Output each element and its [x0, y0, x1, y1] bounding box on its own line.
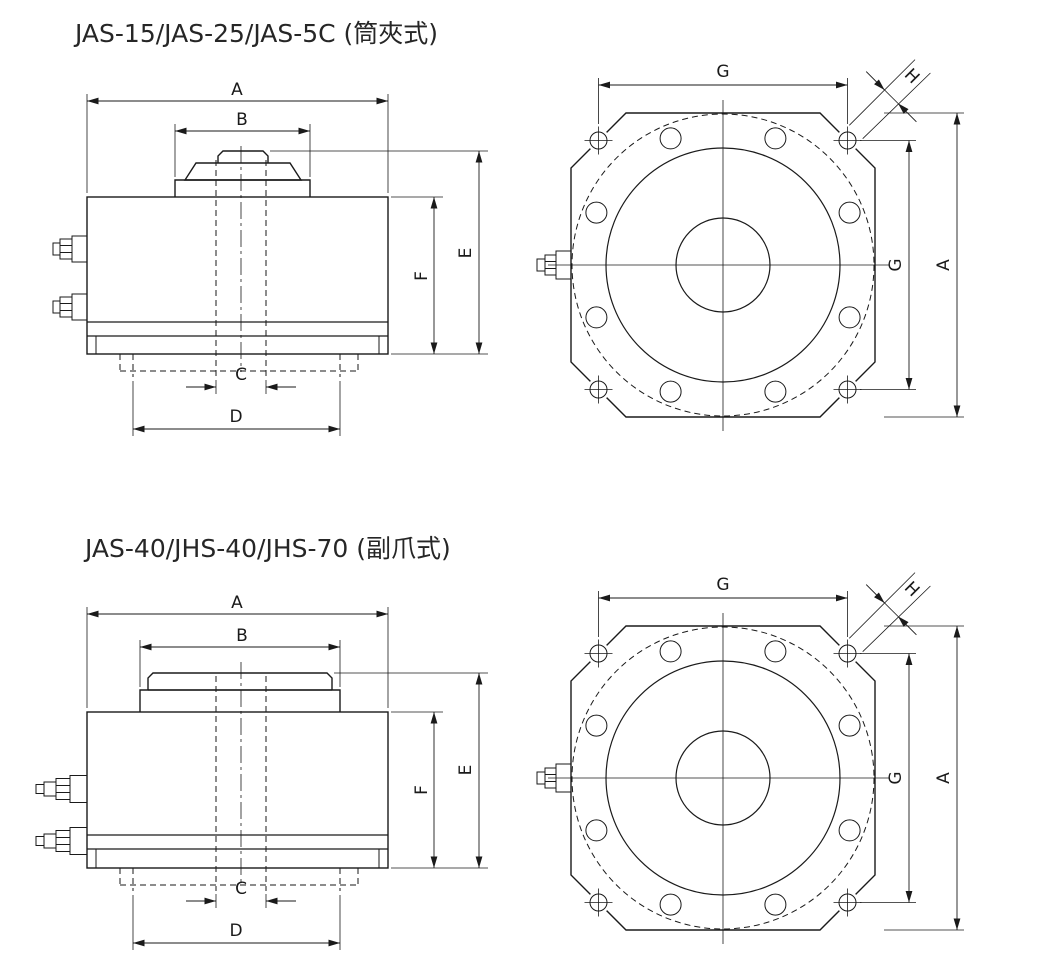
- dim-label-e-side-bottom: E: [456, 765, 476, 776]
- hidden-spigot: [119, 868, 359, 891]
- dim-a: A: [86, 593, 389, 708]
- dim-label-a-side-top: A: [231, 80, 243, 100]
- grease-fitting: [35, 827, 88, 855]
- dim-label-g-right-front-bottom: G: [886, 771, 906, 784]
- grease-fitting: [52, 293, 88, 321]
- dim-f: F: [391, 711, 488, 869]
- dim-label-a-right-front-top: A: [934, 259, 954, 271]
- dim-label-f-side-top: F: [412, 271, 432, 281]
- jaw-top-plate: [147, 672, 333, 690]
- dim-label-g-right-front-top: G: [886, 258, 906, 271]
- dim-f: F: [391, 196, 488, 355]
- cap-flange: [174, 179, 311, 197]
- dim-label-a-side-bottom: A: [231, 593, 243, 613]
- front-view-top: [537, 60, 964, 431]
- side-view-bottom: [35, 662, 389, 891]
- dim-b: B: [174, 110, 311, 177]
- dim-label-e-side-top: E: [456, 248, 476, 259]
- front-view-bottom: [537, 573, 964, 944]
- cylinder-body: [86, 711, 389, 869]
- dim-e: E: [270, 150, 488, 354]
- front-view-bottom-labels: G H G A: [716, 575, 954, 785]
- dim-label-d-side-bottom: D: [229, 921, 242, 941]
- grease-fitting: [52, 235, 88, 263]
- dim-d: D: [132, 895, 341, 950]
- dim-label-b-side-top: B: [236, 110, 248, 130]
- dim-label-c-side-bottom: C: [235, 879, 247, 899]
- section-title-bottom: JAS-40/JHS-40/JHS-70 (副爪式): [83, 534, 451, 563]
- dim-label-g-top-front-top: G: [716, 62, 729, 82]
- dim-a: A: [86, 80, 389, 193]
- hidden-spigot: [119, 354, 359, 377]
- cap-flange: [139, 689, 341, 712]
- dim-e: E: [334, 672, 488, 868]
- collet-plug: [217, 150, 269, 163]
- dim-label-g-top-front-bottom: G: [716, 575, 729, 595]
- cylinder-body: [86, 196, 389, 355]
- dim-label-a-right-front-bottom: A: [934, 772, 954, 784]
- side-view-top-dimensions: A B C D F E: [86, 80, 488, 436]
- section-title-top: JAS-15/JAS-25/JAS-5C (筒夾式): [73, 19, 438, 48]
- dim-label-h-front-bottom: H: [900, 578, 923, 601]
- dim-c: C: [186, 365, 296, 394]
- grease-fitting: [35, 775, 88, 803]
- dim-label-f-side-bottom: F: [412, 785, 432, 795]
- dim-label-h-front-top: H: [900, 65, 923, 88]
- dim-b: B: [139, 626, 341, 687]
- dim-label-b-side-bottom: B: [236, 626, 248, 646]
- dim-c: C: [186, 879, 296, 908]
- side-view-top: [52, 146, 389, 377]
- dim-label-c-side-top: C: [235, 365, 247, 385]
- dim-d: D: [132, 381, 341, 436]
- front-view-top-labels: G H G A: [716, 62, 954, 272]
- collet-taper: [183, 162, 303, 181]
- dim-label-d-side-top: D: [229, 407, 242, 427]
- side-view-bottom-dimensions: A B C D F E: [86, 593, 488, 950]
